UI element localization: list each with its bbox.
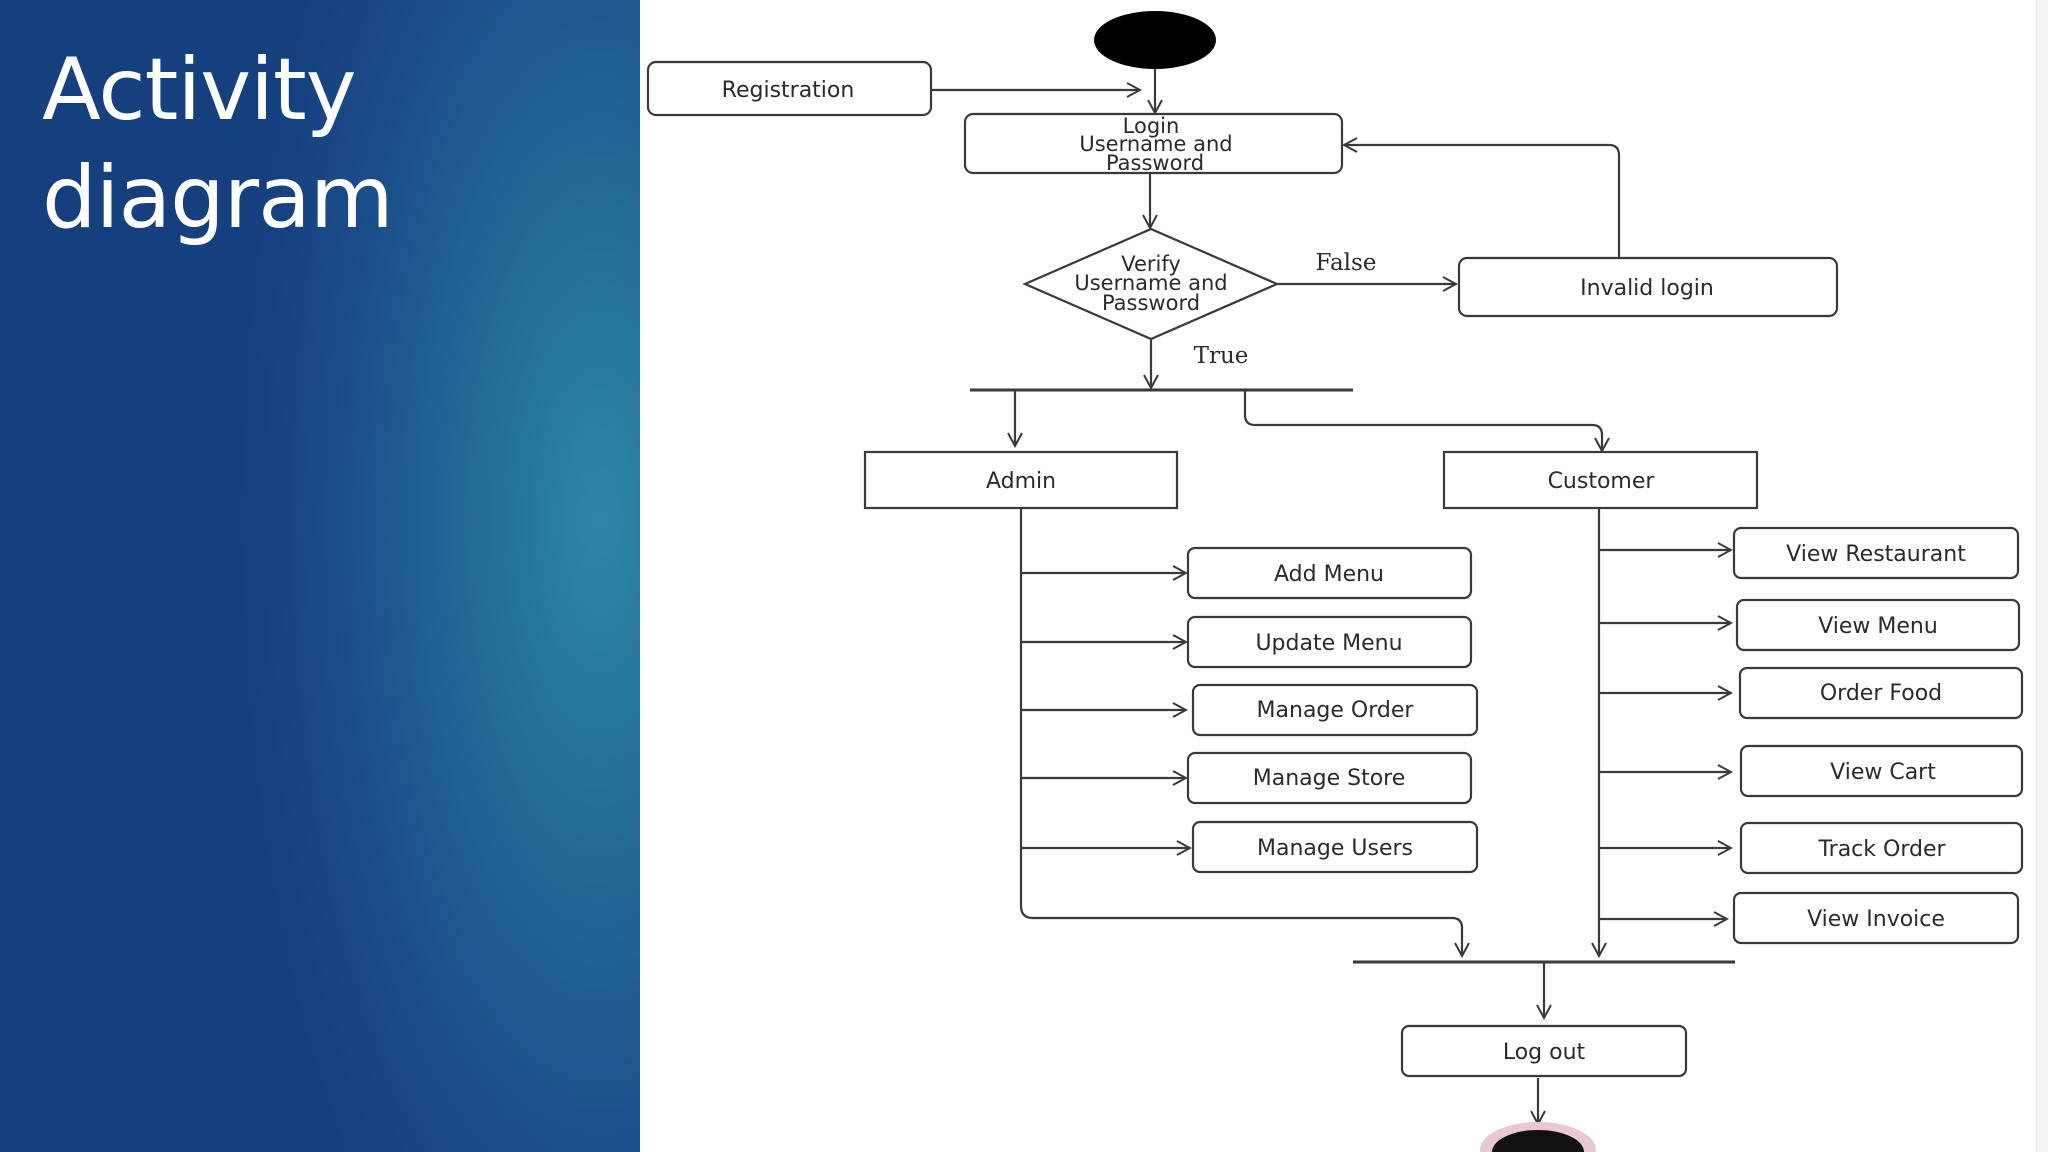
admin-action-manage-order: Manage Order (1191, 683, 1479, 737)
customer-action-label: View Invoice (1807, 907, 1945, 932)
admin-action-label: Add Menu (1274, 562, 1384, 587)
start-node (1094, 11, 1216, 69)
customer-action-view-invoice: View Invoice (1732, 891, 2020, 945)
admin-action-manage-users: Manage Users (1191, 820, 1479, 874)
verify-decision: Verify Username and Password (1022, 227, 1280, 341)
admin-action-update-menu: Update Menu (1186, 615, 1473, 669)
admin-action-label: Update Menu (1255, 631, 1402, 656)
customer-action-label: Order Food (1820, 681, 1942, 706)
logout-label: Log out (1503, 1040, 1586, 1065)
customer-action-label: View Menu (1818, 614, 1938, 639)
customer-action-order-food: Order Food (1738, 666, 2024, 720)
admin-action-label: Manage Order (1257, 698, 1415, 723)
admin-label: Admin (986, 469, 1056, 494)
customer-action-view-restaurant: View Restaurant (1732, 526, 2020, 580)
slide-title: Activity diagram (42, 40, 394, 248)
slide-edge (2036, 0, 2048, 1152)
logout-node: Log out (1400, 1024, 1688, 1078)
customer-action-label: View Cart (1830, 760, 1936, 785)
customer-action-view-cart: View Cart (1739, 744, 2024, 798)
invalid-login-label: Invalid login (1580, 276, 1714, 301)
verify-label-line3: Password (1102, 291, 1200, 315)
invalid-login-node: Invalid login (1457, 256, 1839, 318)
login-label-line2: Username and (1079, 132, 1232, 156)
login-label-line1: Login (1123, 114, 1180, 138)
admin-action-manage-store: Manage Store (1186, 751, 1473, 805)
admin-action-label: Manage Users (1257, 836, 1413, 861)
admin-action-add-menu: Add Menu (1186, 546, 1473, 600)
customer-action-label: View Restaurant (1786, 542, 1966, 567)
admin-action-label: Manage Store (1253, 766, 1406, 791)
registration-label: Registration (722, 78, 855, 103)
end-node (1480, 1122, 1596, 1152)
customer-node: Customer (1442, 450, 1759, 510)
login-label-line3: Password (1106, 151, 1204, 175)
false-label: False (1316, 250, 1377, 276)
customer-action-track-order: Track Order (1739, 821, 2024, 875)
customer-label: Customer (1548, 469, 1656, 494)
registration-node: Registration (646, 60, 933, 117)
customer-action-view-menu: View Menu (1735, 598, 2021, 652)
login-node: Login Username and Password (963, 112, 1344, 175)
verify-label-line1: Verify (1121, 252, 1181, 276)
title-panel: Activity diagram (0, 0, 640, 1152)
true-label: True (1194, 343, 1249, 369)
admin-node: Admin (863, 450, 1179, 510)
verify-label-line2: Username and (1074, 271, 1227, 295)
customer-action-label: Track Order (1817, 837, 1946, 862)
